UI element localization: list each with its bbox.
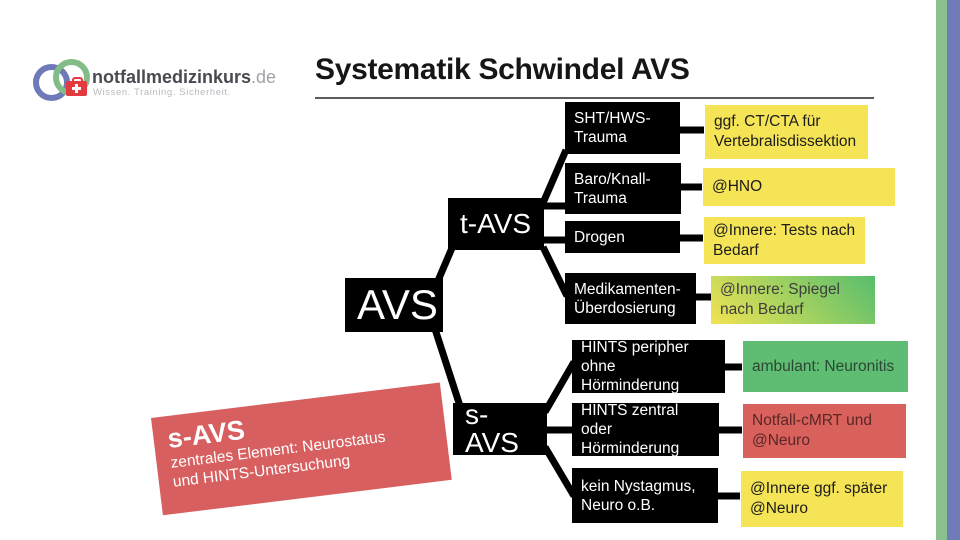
result-ambulant-neuronitis: ambulant: Neuronitis <box>743 341 908 392</box>
result-innere-spiegel: @Innere: Spiegel nach Bedarf <box>711 276 875 324</box>
node-s-avs: s-AVS <box>453 401 547 457</box>
brand-tagline: Wissen. Training. Sicherheit. <box>93 87 231 98</box>
node-t-avs: t-AVS <box>448 198 544 250</box>
node-hints-peripher: HINTS peripher ohne Hörminderung <box>572 339 725 394</box>
result-ct-cta: ggf. CT/CTA für Vertebralisdissektion <box>705 105 868 159</box>
page-title: Systematik Schwindel AVS <box>315 53 690 86</box>
brand-name: notfallmedizinkurs.de <box>92 67 276 88</box>
right-stripe-green <box>936 0 947 540</box>
node-kein-nystagmus: kein Nystagmus, Neuro o.B. <box>572 468 718 523</box>
node-baro-knall-trauma: Baro/Knall-Trauma <box>565 163 681 214</box>
first-aid-handle <box>72 77 83 84</box>
node-medikamenten-ueberdosierung: Medikamenten-Überdosierung <box>565 273 696 324</box>
node-drogen: Drogen <box>565 221 680 253</box>
node-avs: AVS <box>345 278 443 332</box>
first-aid-kit-icon <box>66 77 87 96</box>
result-notfall-cmrt: Notfall-cMRT und @Neuro <box>743 404 906 458</box>
first-aid-cross <box>72 87 81 90</box>
brand-tld: .de <box>251 67 277 87</box>
brand-logo: notfallmedizinkurs.de Wissen. Training. … <box>30 55 276 107</box>
result-innere-tests: @Innere: Tests nach Bedarf <box>704 217 865 264</box>
title-underline <box>315 97 874 99</box>
result-innere-spaeter-neuro: @Innere ggf. später @Neuro <box>741 471 903 527</box>
branch-connectors <box>431 148 578 498</box>
node-sht-hws-trauma: SHT/HWS-Trauma <box>565 102 680 154</box>
result-connectors <box>679 126 742 500</box>
right-stripe-purple <box>947 0 960 540</box>
brand-text: notfallmedizinkurs <box>92 67 252 87</box>
node-hints-zentral: HINTS zentral oder Hörminderung <box>572 402 719 457</box>
result-hno: @HNO <box>703 168 895 206</box>
